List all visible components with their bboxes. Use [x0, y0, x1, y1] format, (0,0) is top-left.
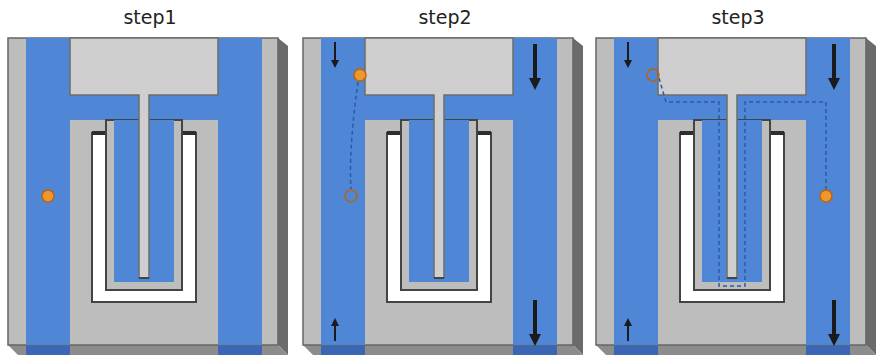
particle [354, 69, 366, 81]
device-block [596, 38, 876, 355]
flow-arrow [627, 42, 629, 64]
step-label: step3 [711, 6, 764, 28]
flow-arrow [334, 322, 336, 341]
particle [820, 190, 832, 202]
particle-start [345, 190, 357, 202]
particle-start [647, 69, 659, 81]
flow-arrow [832, 300, 836, 340]
step-label: step1 [123, 6, 176, 28]
flow-arrow [533, 44, 537, 84]
flow-arrow [832, 44, 836, 84]
flow-arrow [627, 322, 629, 341]
device-block [8, 38, 288, 355]
device-block [303, 38, 583, 355]
device-panel [303, 38, 583, 355]
flow-arrow [334, 42, 336, 64]
particle-path [350, 82, 358, 189]
device-panel [8, 38, 288, 355]
device-panel [596, 38, 876, 355]
flow-arrow [533, 300, 537, 340]
particle-path [659, 78, 826, 286]
step-label: step2 [418, 6, 471, 28]
particle [42, 190, 54, 202]
